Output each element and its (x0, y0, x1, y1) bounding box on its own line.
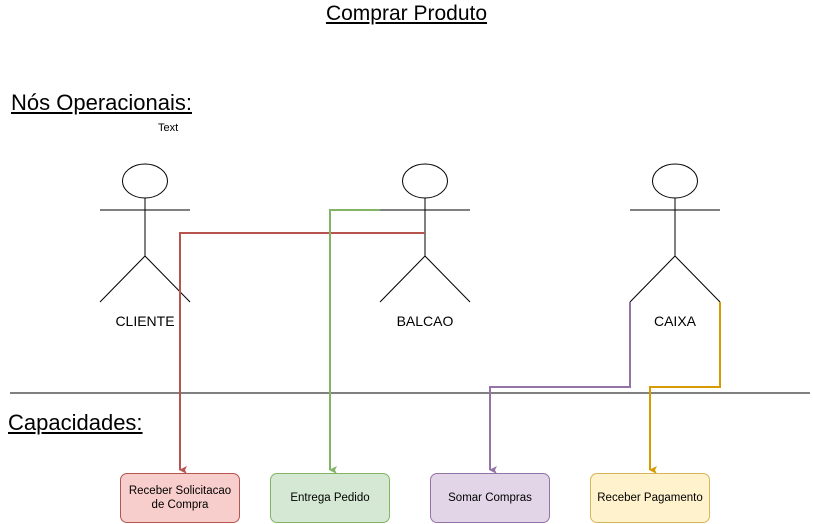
connector-caixa-to-receber-pagamento[interactable] (649, 302, 721, 474)
capability-entrega-pedido[interactable]: Entrega Pedido (270, 473, 390, 523)
actor-balcao-figure[interactable] (379, 163, 471, 303)
capability-receber-solicitacao[interactable]: Receber Solicitacao de Compra (120, 473, 240, 523)
capabilities-label: Capacidades: (8, 410, 143, 435)
connector-balcao-to-receber-solicitacao[interactable] (179, 232, 425, 474)
connector-balcao-to-entrega-pedido[interactable] (329, 209, 380, 474)
operational-nodes-label: Nós Operacionais: (11, 90, 192, 115)
actor-balcao-label: BALCAO (396, 313, 454, 329)
actor-caixa-figure[interactable] (629, 163, 721, 303)
actor-cliente-figure[interactable] (99, 163, 191, 303)
capability-receber-pagamento[interactable]: Receber Pagamento (590, 473, 710, 523)
floating-text-label: Text (158, 122, 179, 134)
diagram-title: Comprar Produto (325, 2, 488, 25)
capability-somar-compras[interactable]: Somar Compras (430, 473, 550, 523)
actor-cliente-label: CLIENTE (115, 313, 175, 329)
connector-caixa-to-somar-compras[interactable] (489, 302, 631, 474)
actor-caixa-label: CAIXA (653, 313, 696, 329)
